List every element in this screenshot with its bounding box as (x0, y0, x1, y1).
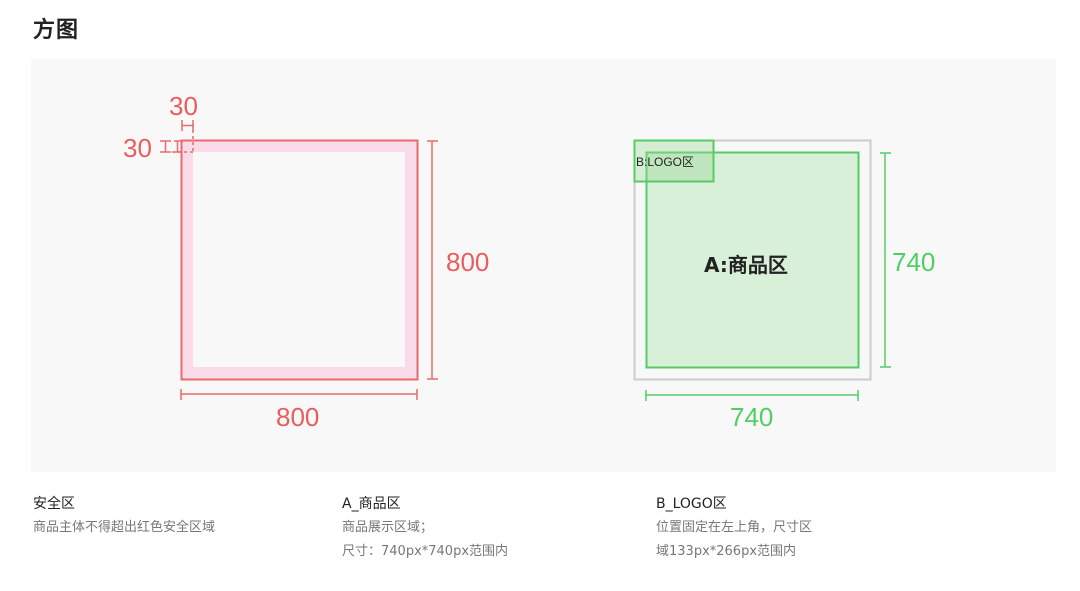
logo-zone-box (633, 139, 715, 183)
safe-zone-box (172, 124, 419, 381)
legend-title: A_商品区 (342, 496, 401, 512)
legend-text: 商品主体不得超出红色安全区域 (33, 520, 216, 535)
margin-top-marker (181, 120, 194, 131)
page-title: 方图 (33, 18, 80, 43)
logo-zone-label: B:LOGO区 (636, 155, 695, 169)
legend-text: 域133px*266px范围内 (656, 544, 797, 559)
margin-left-marker (160, 140, 181, 153)
legend-text: 尺寸：740px*740px范围内 (342, 544, 509, 559)
legend-text: 位置固定在左上角，尺寸区 (656, 520, 813, 535)
legend-logo-zone: B_LOGO区 位置固定在左上角，尺寸区 域133px*266px范围内 (656, 494, 812, 564)
product-zone-label: A:商品区 (704, 253, 788, 277)
legend-text: 商品展示区域； (342, 520, 434, 535)
margin-top-label: 30 (169, 91, 198, 121)
legend-title: B_LOGO区 (656, 496, 727, 512)
legend-product-zone: A_商品区 商品展示区域； 尺寸：740px*740px范围内 (342, 494, 508, 564)
product-zone-box (645, 151, 860, 369)
safe-height-label: 800 (446, 247, 490, 277)
legend-safe-zone: 安全区 商品主体不得超出红色安全区域 (33, 494, 215, 540)
margin-left-label: 30 (123, 133, 152, 163)
safe-width-bracket (180, 389, 418, 400)
safe-height-bracket (427, 140, 438, 380)
product-width-label: 740 (730, 402, 774, 432)
product-width-bracket (645, 390, 859, 401)
legend-title: 安全区 (33, 496, 75, 512)
safe-width-label: 800 (276, 402, 320, 432)
product-height-label: 740 (892, 247, 936, 277)
product-height-bracket (880, 152, 891, 368)
